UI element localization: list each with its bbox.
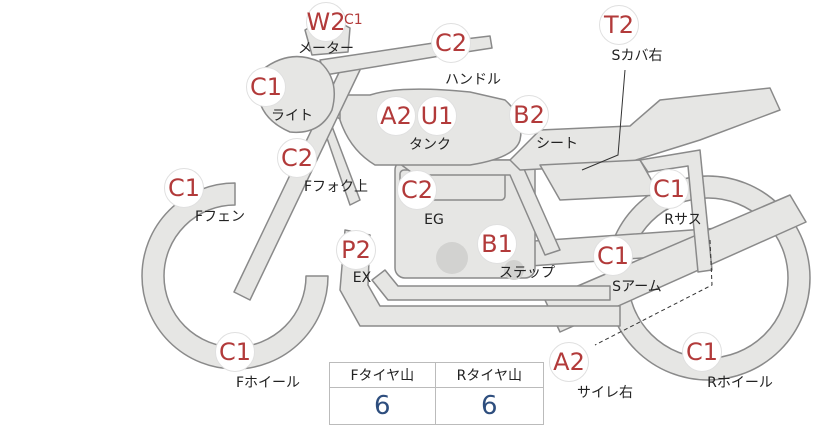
part-label: Rサス [664,212,702,228]
grade-badge: W2 [306,2,346,42]
seat-shape [509,87,781,171]
grade-badge: U1 [417,96,457,136]
grade-badge: P2 [336,230,376,270]
part-label: ステップ [499,265,555,281]
part-label: ハンドル [445,72,501,88]
grade-badge: A2 [376,96,416,136]
grade-badge: T2 [599,5,639,45]
tire-tread-table: Fタイヤ山 Rタイヤ山 6 6 [329,362,544,425]
part-label: EX [352,270,372,286]
s-cover-leader [581,69,626,171]
grade-badge: C1 [164,168,204,208]
grade-badge: C2 [431,23,471,63]
part-label: EG [424,212,444,228]
grade-badge: C2 [277,138,317,178]
part-label: Fフォク上 [303,179,369,195]
silencer-leader [594,239,713,346]
grade-badge: C1 [593,236,633,276]
front-tread-value: 6 [374,391,391,421]
part-label: Rホイール [707,375,773,391]
grade-badge: B2 [509,95,549,135]
part-label: タンク [409,137,451,153]
rear-tread-header: Rタイヤ山 [434,363,543,388]
grade-badge: C1 [246,67,286,107]
grade-badge: C1 [682,332,722,372]
grade-badge: B1 [477,224,517,264]
grade-badge: C1 [649,169,689,209]
part-label: Sカバ右 [611,48,663,64]
part-label: Fフェン [194,209,246,225]
front-wheel-shape [141,182,329,370]
part-label: サイレ右 [577,385,633,401]
front-tread-header: Fタイヤ山 [330,363,436,388]
rear-tread-value: 6 [434,387,543,424]
grade-badge-secondary: C1 [344,12,363,28]
part-label: ライト [271,108,313,124]
part-label: シート [536,136,578,152]
grade-badge: A2 [549,342,589,382]
part-label: メーター [298,41,354,57]
grade-badge: C2 [397,170,437,210]
part-label: Sアーム [612,279,662,295]
grade-badge: C1 [215,332,255,372]
part-label: Fホイール [235,375,301,391]
